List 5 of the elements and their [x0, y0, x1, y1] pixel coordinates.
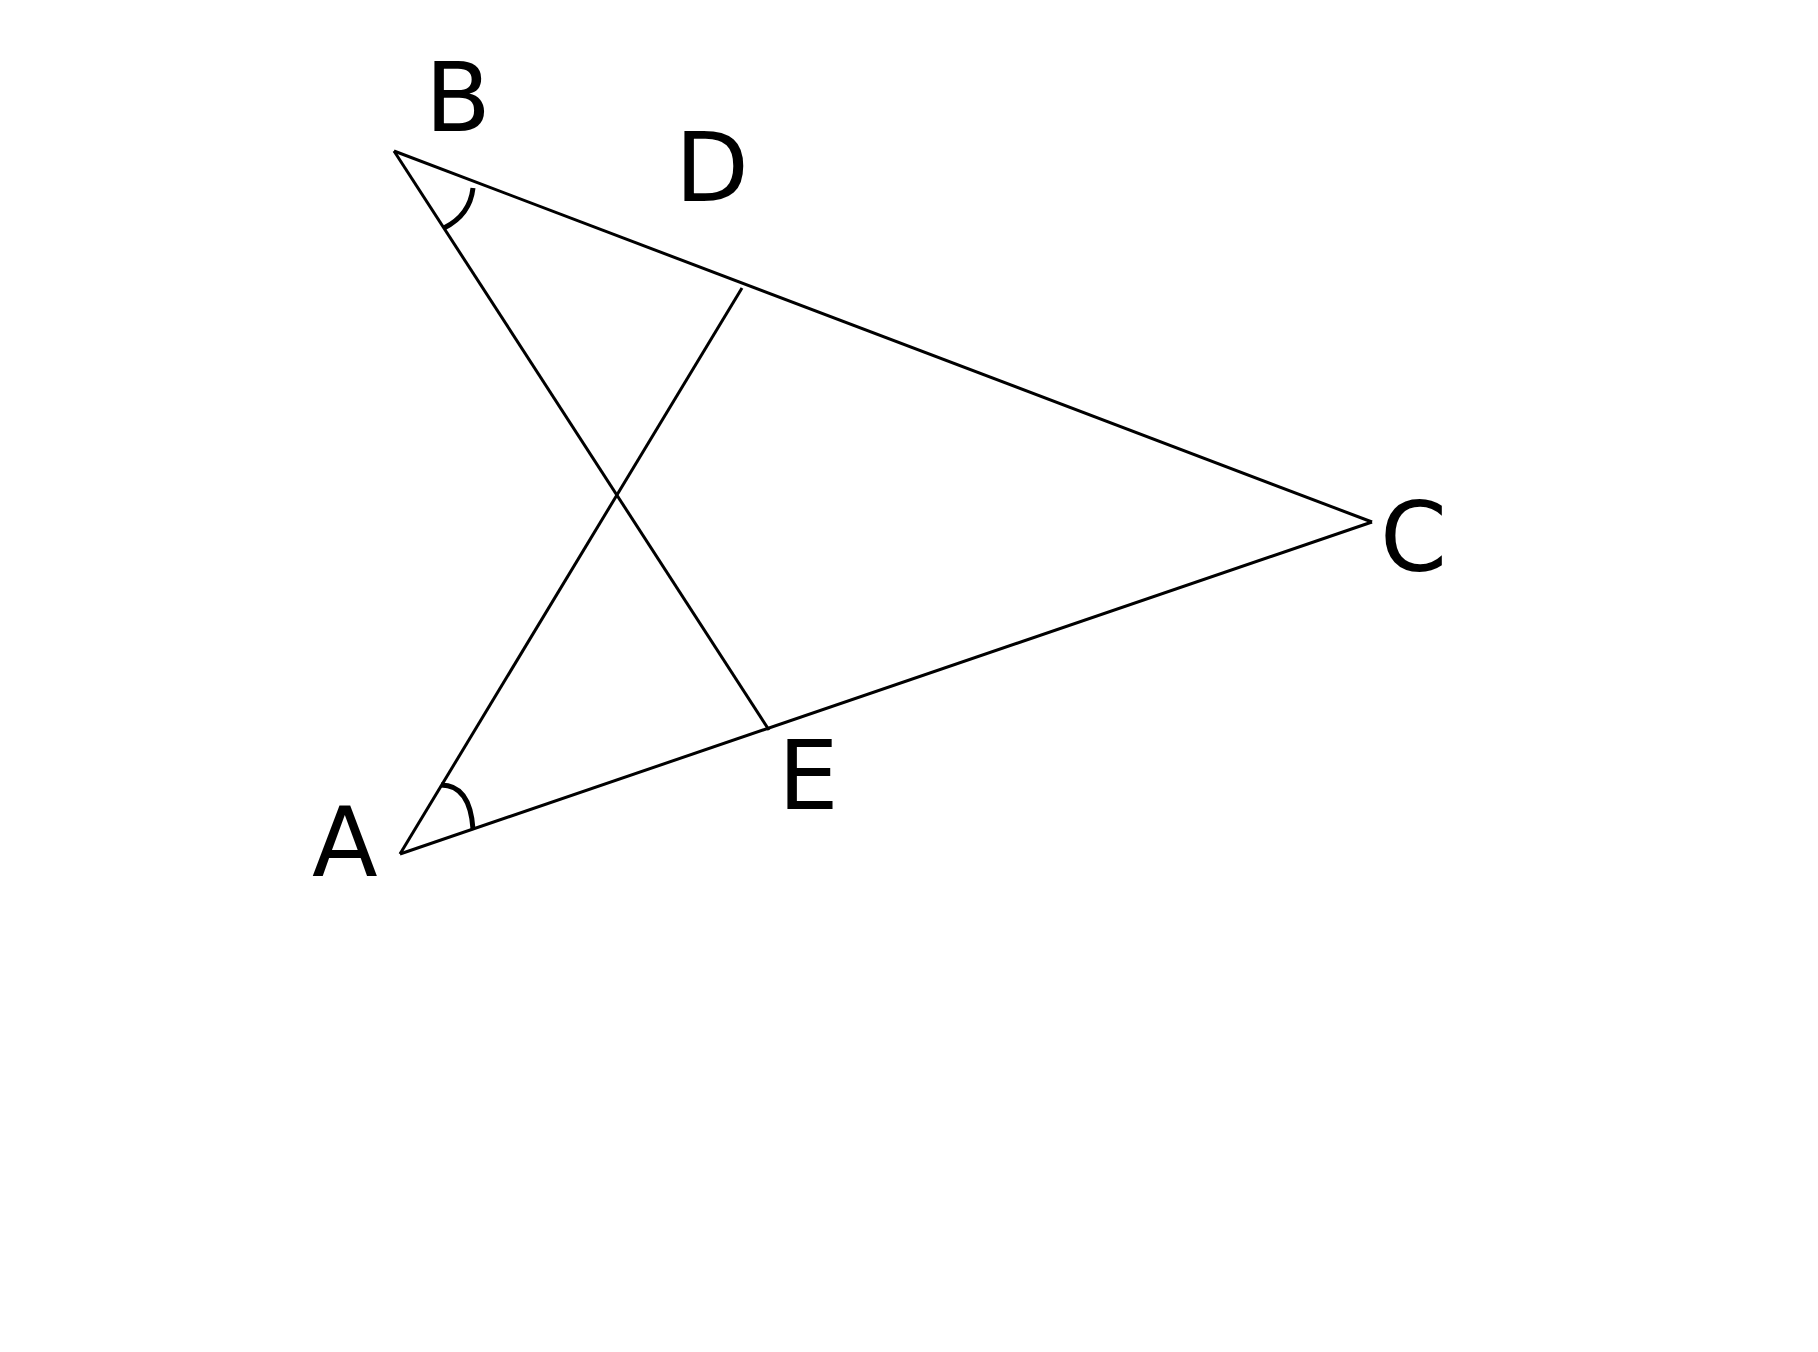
- point-label: C: [1380, 490, 1448, 586]
- point-label: A: [312, 795, 378, 891]
- point-label: D: [675, 120, 749, 216]
- point-label: E: [778, 728, 839, 824]
- point-label: B: [425, 50, 491, 146]
